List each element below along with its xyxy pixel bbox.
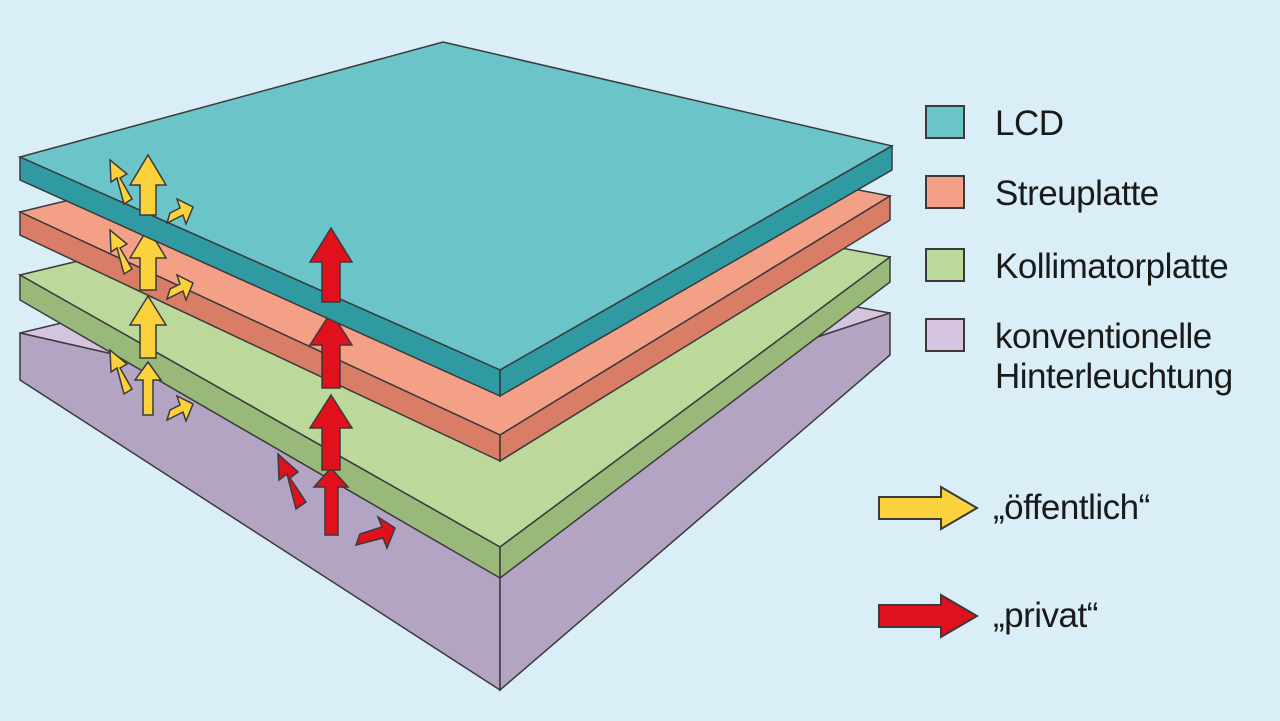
public-arrow [109, 158, 134, 206]
public-arrow [128, 153, 168, 216]
legend-item-backlight: konventionelle Hinterleuchtung [925, 317, 1233, 397]
legend-item-lcd: LCD [925, 104, 1064, 144]
diffuser-swatch [925, 175, 965, 209]
legend-label-diffuser: Streuplatte [995, 174, 1159, 213]
public-arrow [133, 360, 163, 416]
private-arrow [354, 515, 396, 551]
public-arrow [165, 197, 194, 227]
public-arrow [109, 348, 134, 396]
legend-label-backlight: konventionelle Hinterleuchtung [995, 317, 1233, 396]
private-arrow [308, 393, 354, 471]
private-arrow [308, 310, 354, 389]
private-arrow [312, 466, 350, 536]
lcd-swatch [925, 105, 965, 139]
legend-item-diffuser: Streuplatte [925, 174, 1159, 214]
legend-label-lcd: LCD [995, 104, 1064, 143]
private-arrow-icon [878, 593, 979, 639]
public-light-arrows-top [109, 153, 194, 227]
public-arrow [165, 394, 194, 424]
public-arrow [128, 294, 168, 359]
legend-label-public: „öffentlich“ [993, 488, 1150, 527]
legend-item-collimator: Kollimatorplatte [925, 247, 1229, 287]
public-arrow-icon [878, 485, 979, 531]
legend-key-public: „öffentlich“ [877, 485, 1150, 531]
private-light-arrows-top [308, 226, 354, 303]
public-arrow [165, 273, 194, 303]
backlight-swatch [925, 318, 965, 352]
private-arrow [277, 452, 308, 511]
public-arrow [109, 228, 134, 276]
public-arrow [128, 226, 168, 291]
lcd-layer [17, 41, 895, 398]
collimator-swatch [925, 248, 965, 282]
private-arrow [308, 226, 354, 303]
private-light-arrows-lower [277, 310, 396, 551]
legend-label-private: „privat“ [993, 596, 1098, 635]
legend-key-private: „privat“ [877, 593, 1098, 639]
legend-label-collimator: Kollimatorplatte [995, 247, 1229, 286]
public-light-arrows-lower [109, 226, 194, 424]
